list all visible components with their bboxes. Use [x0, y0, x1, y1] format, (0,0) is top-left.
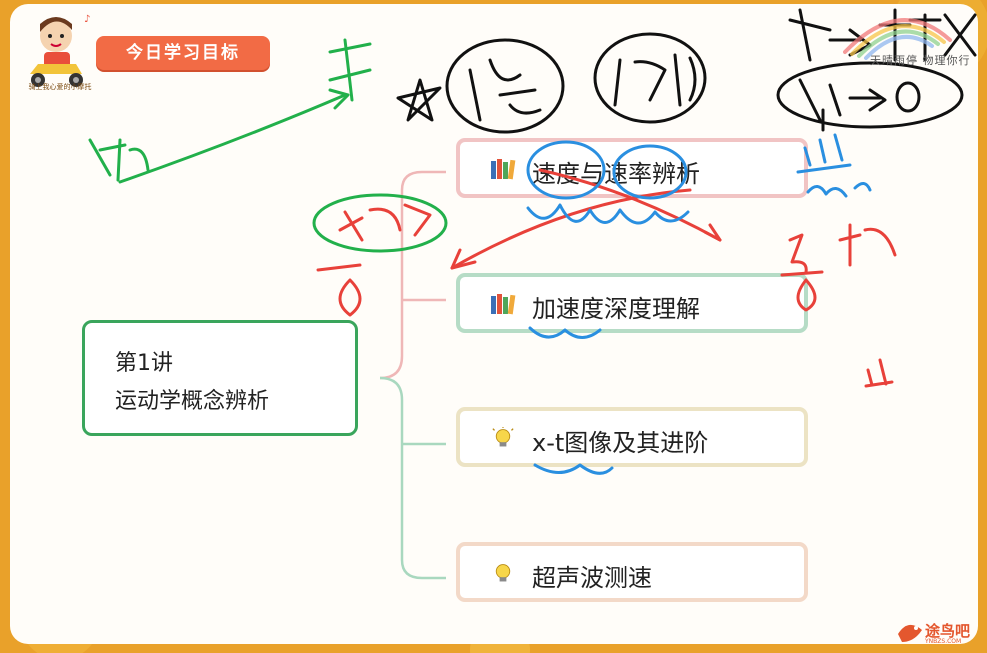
books-icon: [491, 294, 516, 315]
svg-text:♪: ♪: [84, 14, 90, 25]
lecture-title-box: 第1讲 运动学概念辨析: [82, 320, 358, 436]
topic-xt-graph: x-t图像及其进阶: [456, 407, 808, 467]
topic-label: 超声波测速: [532, 564, 652, 592]
rainbow-caption: 天晴雨停 物理你行: [870, 54, 971, 67]
books-icon: [491, 159, 516, 180]
topic-label: 速度与速率辨析: [532, 160, 700, 188]
topic-speed-vs-rate: 速度与速率辨析: [456, 138, 808, 198]
learning-goal-badge: 今日学习目标: [96, 36, 270, 70]
lightbulb-icon: [492, 427, 514, 447]
topic-label: x-t图像及其进阶: [532, 429, 709, 457]
topic-ultrasonic: 超声波测速: [456, 542, 808, 602]
watermark-site: YNBZS.COM: [925, 638, 962, 645]
boy-on-scooter-logo: ♪: [30, 14, 90, 87]
logo-caption: 骑上我心爱的小摩托: [28, 83, 92, 91]
topic-acceleration: 加速度深度理解: [456, 273, 808, 333]
lecture-title: 运动学概念辨析: [115, 389, 270, 414]
topic-label: 加速度深度理解: [532, 295, 700, 323]
watermark-name: 途鸟吧: [925, 622, 971, 640]
lecture-number: 第1讲: [115, 351, 173, 376]
lightbulb-icon: [495, 564, 511, 582]
watermark-bird-logo: [898, 624, 922, 642]
